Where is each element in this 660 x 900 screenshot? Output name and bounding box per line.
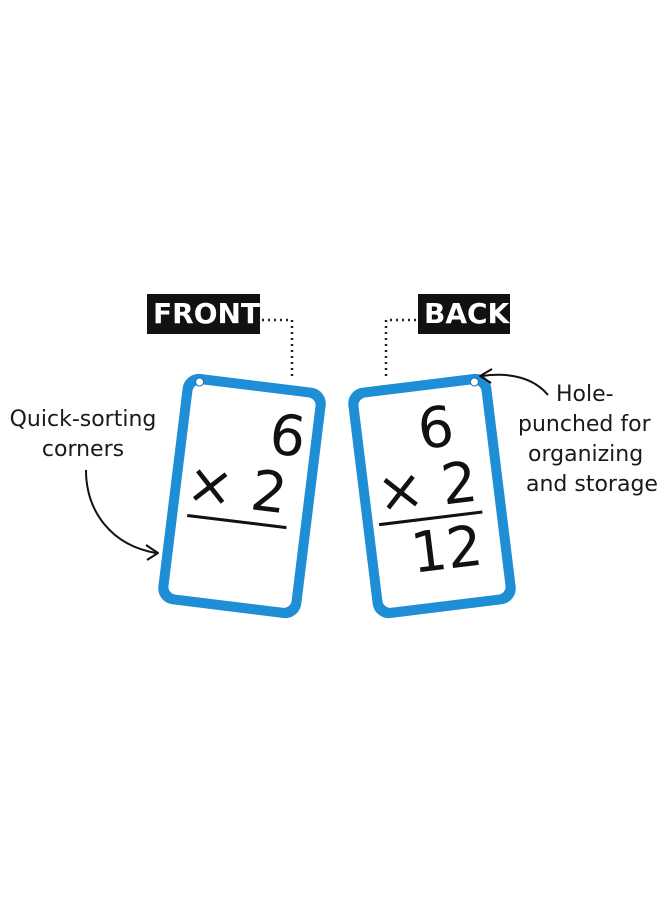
back-card-top-number: 6	[414, 394, 457, 463]
hole-punched-callout: Hole- punched for organizing and storage	[518, 380, 660, 500]
back-label: BACK	[418, 294, 510, 334]
quick-sorting-callout: Quick-sorting corners	[8, 405, 158, 465]
back-card-answer: 12	[407, 514, 486, 587]
back-card-answer-line	[378, 510, 483, 527]
callout-right-line-1: Hole-	[556, 382, 614, 407]
callout-left-line-2: corners	[41, 437, 125, 462]
front-card-top-number: 6	[266, 402, 309, 471]
left-curved-arrow	[85, 469, 159, 561]
front-card-answer-line	[187, 513, 287, 530]
front-label: FRONT	[147, 294, 260, 334]
callout-right-line-2: punched for	[518, 412, 651, 437]
front-card-multiplier: × 2	[183, 450, 291, 527]
callout-right-line-4: and storage	[526, 472, 658, 497]
front-leader-line	[262, 318, 294, 380]
back-leader-line	[384, 318, 416, 380]
callout-left-line-1: Quick-sorting	[9, 407, 157, 432]
callout-right-line-3: organizing	[528, 442, 644, 467]
right-curved-arrow	[479, 368, 549, 396]
front-card: 6 × 2	[158, 373, 326, 619]
back-card: 6 × 2 12	[348, 373, 516, 619]
